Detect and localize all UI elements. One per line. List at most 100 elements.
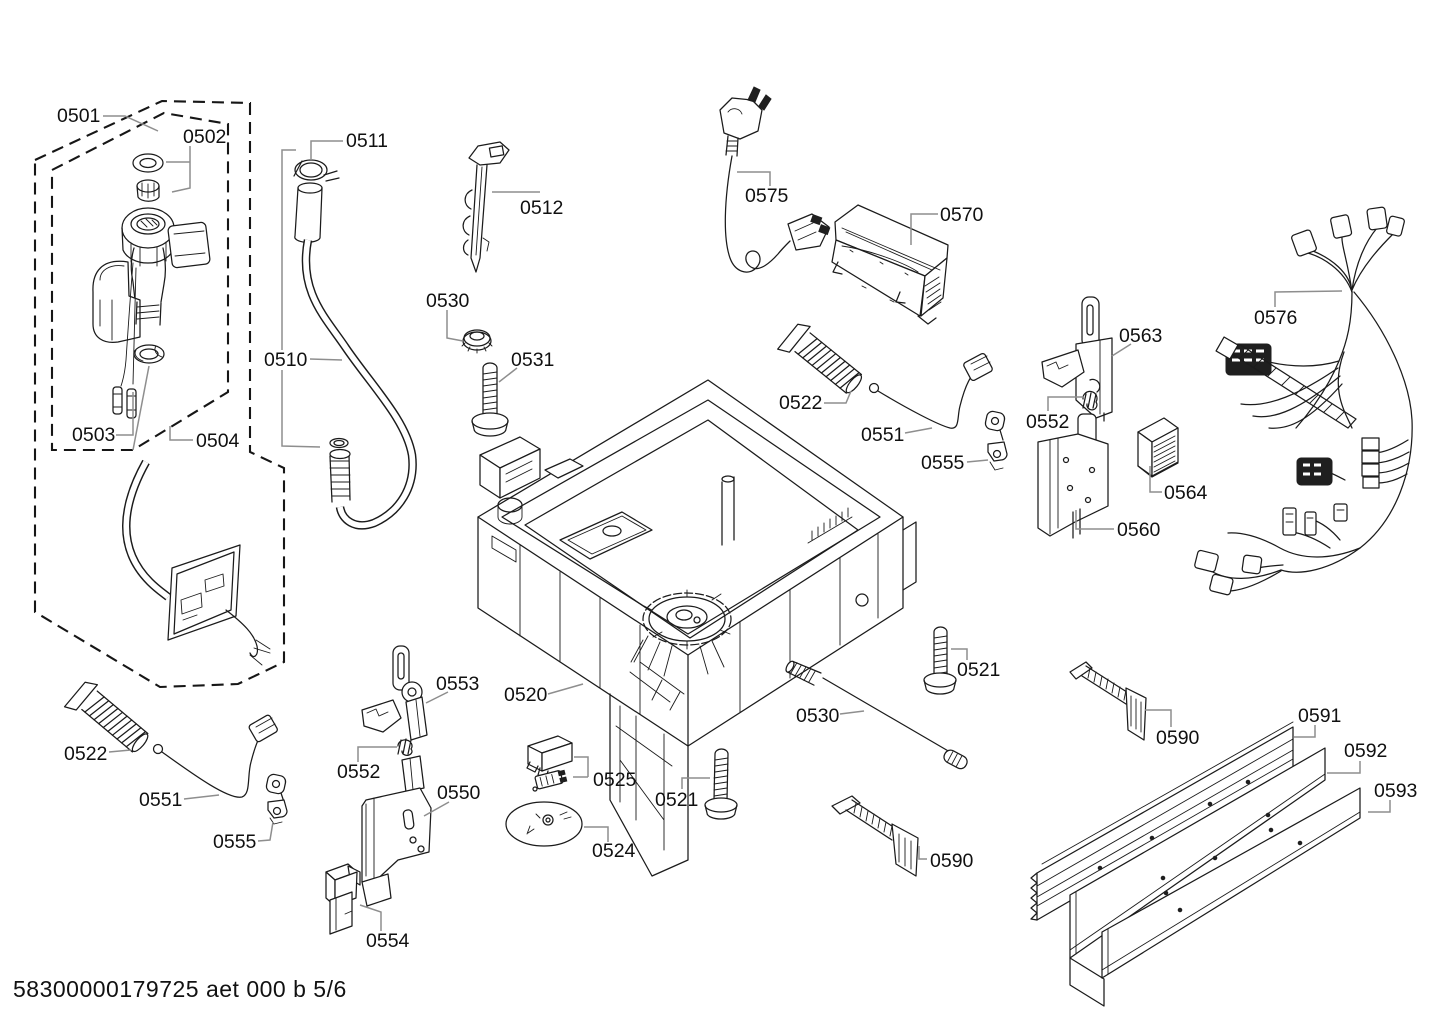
- part-label-0531: 0531: [511, 349, 554, 371]
- part-label-0555-right: 0555: [921, 452, 965, 474]
- leader-0560: [1075, 510, 1114, 530]
- part-label-0521-bottom: 0521: [655, 789, 698, 811]
- part-0553-hinge-bracket-left: [361, 645, 428, 741]
- part-0576-wiring-harness: [1194, 206, 1413, 596]
- leader-0553: [425, 691, 449, 704]
- part-0555-cable-pulley-left: [265, 773, 288, 825]
- leader-0555-left: [257, 821, 274, 842]
- leader-0550: [423, 801, 450, 817]
- part-0520-base-assembly: [477, 379, 917, 877]
- leader-0510: [281, 149, 343, 448]
- part-0593-toe-panel: [1101, 787, 1361, 979]
- part-label-0552-mid: 0552: [337, 761, 380, 783]
- part-label-0520: 0520: [504, 684, 548, 706]
- part-0550-hinge-plate: [361, 755, 432, 907]
- part-label-0555-left: 0555: [213, 831, 257, 853]
- leader-0521-bottom: [681, 777, 710, 789]
- part-0521-screw-right: [923, 626, 957, 695]
- assembly-boundary-0501: [33, 99, 286, 689]
- leader-0590-bottom: [918, 846, 927, 860]
- part-label-0564: 0564: [1164, 482, 1208, 504]
- part-label-0530-bottom: 0530: [796, 705, 840, 727]
- part-aquastop-valve-body: [92, 207, 211, 387]
- part-label-0592: 0592: [1344, 740, 1387, 762]
- part-0510-inlet-hose: [294, 182, 417, 530]
- part-0563-hinge-bracket-right: [1041, 296, 1113, 425]
- leader-0520: [547, 683, 584, 695]
- part-0522-spring-left: [63, 681, 149, 753]
- part-0551-cable-right: [868, 352, 993, 429]
- part-label-0551-right: 0551: [861, 424, 904, 446]
- part-0501-drain-device: [167, 544, 271, 666]
- leader-0570: [910, 213, 938, 245]
- part-0530-bowden-cable: [785, 660, 968, 770]
- leader-0592: [1327, 761, 1361, 774]
- leader-0530-bottom: [839, 710, 865, 715]
- leader-0564: [1149, 466, 1162, 493]
- leader-0503: [116, 392, 134, 436]
- part-label-0521-right: 0521: [957, 659, 1000, 681]
- part-label-0511: 0511: [346, 130, 388, 152]
- leader-0530-top: [446, 310, 464, 342]
- leader-0501: [103, 115, 159, 132]
- part-label-0560: 0560: [1117, 519, 1161, 541]
- leader-0575: [737, 171, 771, 186]
- leader-0511: [310, 140, 343, 160]
- part-label-0503: 0503: [72, 424, 115, 446]
- part-label-0525: 0525: [593, 769, 637, 791]
- part-0554-bracket: [325, 863, 361, 935]
- part-0590-toe-panel-bracket-right: [1069, 661, 1147, 741]
- leader-0502: [166, 146, 191, 193]
- leader-0554: [359, 904, 382, 931]
- part-label-0553: 0553: [436, 673, 479, 695]
- leader-0524: [584, 826, 609, 842]
- part-0560-mounting-bracket: [1037, 413, 1109, 539]
- part-0555-cable-pulley-right: [984, 410, 1008, 471]
- leader-0555-right: [966, 459, 989, 463]
- leader-0522-right: [824, 390, 852, 404]
- part-label-0501: 0501: [57, 105, 100, 127]
- part-0525-switch-set: [526, 735, 573, 792]
- part-label-0502: 0502: [183, 126, 226, 148]
- leader-0504: [169, 426, 193, 441]
- part-0590-toe-panel-bracket-bottom: [831, 795, 919, 877]
- leader-0522-left: [108, 749, 132, 753]
- part-label-0522-right: 0522: [779, 392, 822, 414]
- part-0564-cable-guide: [1137, 417, 1179, 478]
- leader-0531: [498, 367, 518, 383]
- part-label-0510: 0510: [264, 349, 308, 371]
- part-label-0530-top: 0530: [426, 290, 470, 312]
- leader-0525: [573, 756, 589, 778]
- part-label-0512: 0512: [520, 197, 563, 219]
- part-labels: 0501 0502 0503 0504 0511 0510 0512 0530 0531 0575…: [57, 105, 1417, 952]
- part-label-0591: 0591: [1298, 705, 1341, 727]
- part-0551-cable-left: [152, 714, 278, 798]
- part-0570-control-module: [831, 204, 949, 325]
- part-label-0551-left: 0551: [139, 789, 182, 811]
- leader-0551-left: [183, 794, 220, 800]
- leader-0576: [1274, 290, 1343, 307]
- leader-0591: [1294, 725, 1316, 738]
- part-label-0590-bottom: 0590: [930, 850, 974, 872]
- part-label-0570: 0570: [940, 204, 984, 226]
- part-0522-spring-right: [777, 323, 863, 394]
- leader-0551-right: [904, 427, 933, 434]
- leader-0552-mid: [357, 746, 397, 762]
- part-label-0550: 0550: [437, 782, 481, 804]
- document-code: 58300000179725 aet 000 b 5/6: [13, 976, 347, 1002]
- leader-0593: [1368, 800, 1391, 813]
- leader-0521-right: [951, 648, 968, 660]
- leader-0563: [1111, 343, 1132, 357]
- part-label-0522-left: 0522: [64, 743, 107, 765]
- part-0524-sound-damping-disc: [505, 801, 583, 847]
- part-label-0504: 0504: [196, 430, 240, 452]
- part-0511-hose-clamp: [293, 159, 340, 182]
- part-label-0575: 0575: [745, 185, 789, 207]
- part-0530-star-nut: [461, 329, 493, 354]
- part-0552-clip-right: [1082, 390, 1098, 411]
- part-0531-screw: [471, 362, 509, 437]
- part-0552-clip-mid: [397, 738, 413, 756]
- part-label-0576: 0576: [1254, 307, 1297, 329]
